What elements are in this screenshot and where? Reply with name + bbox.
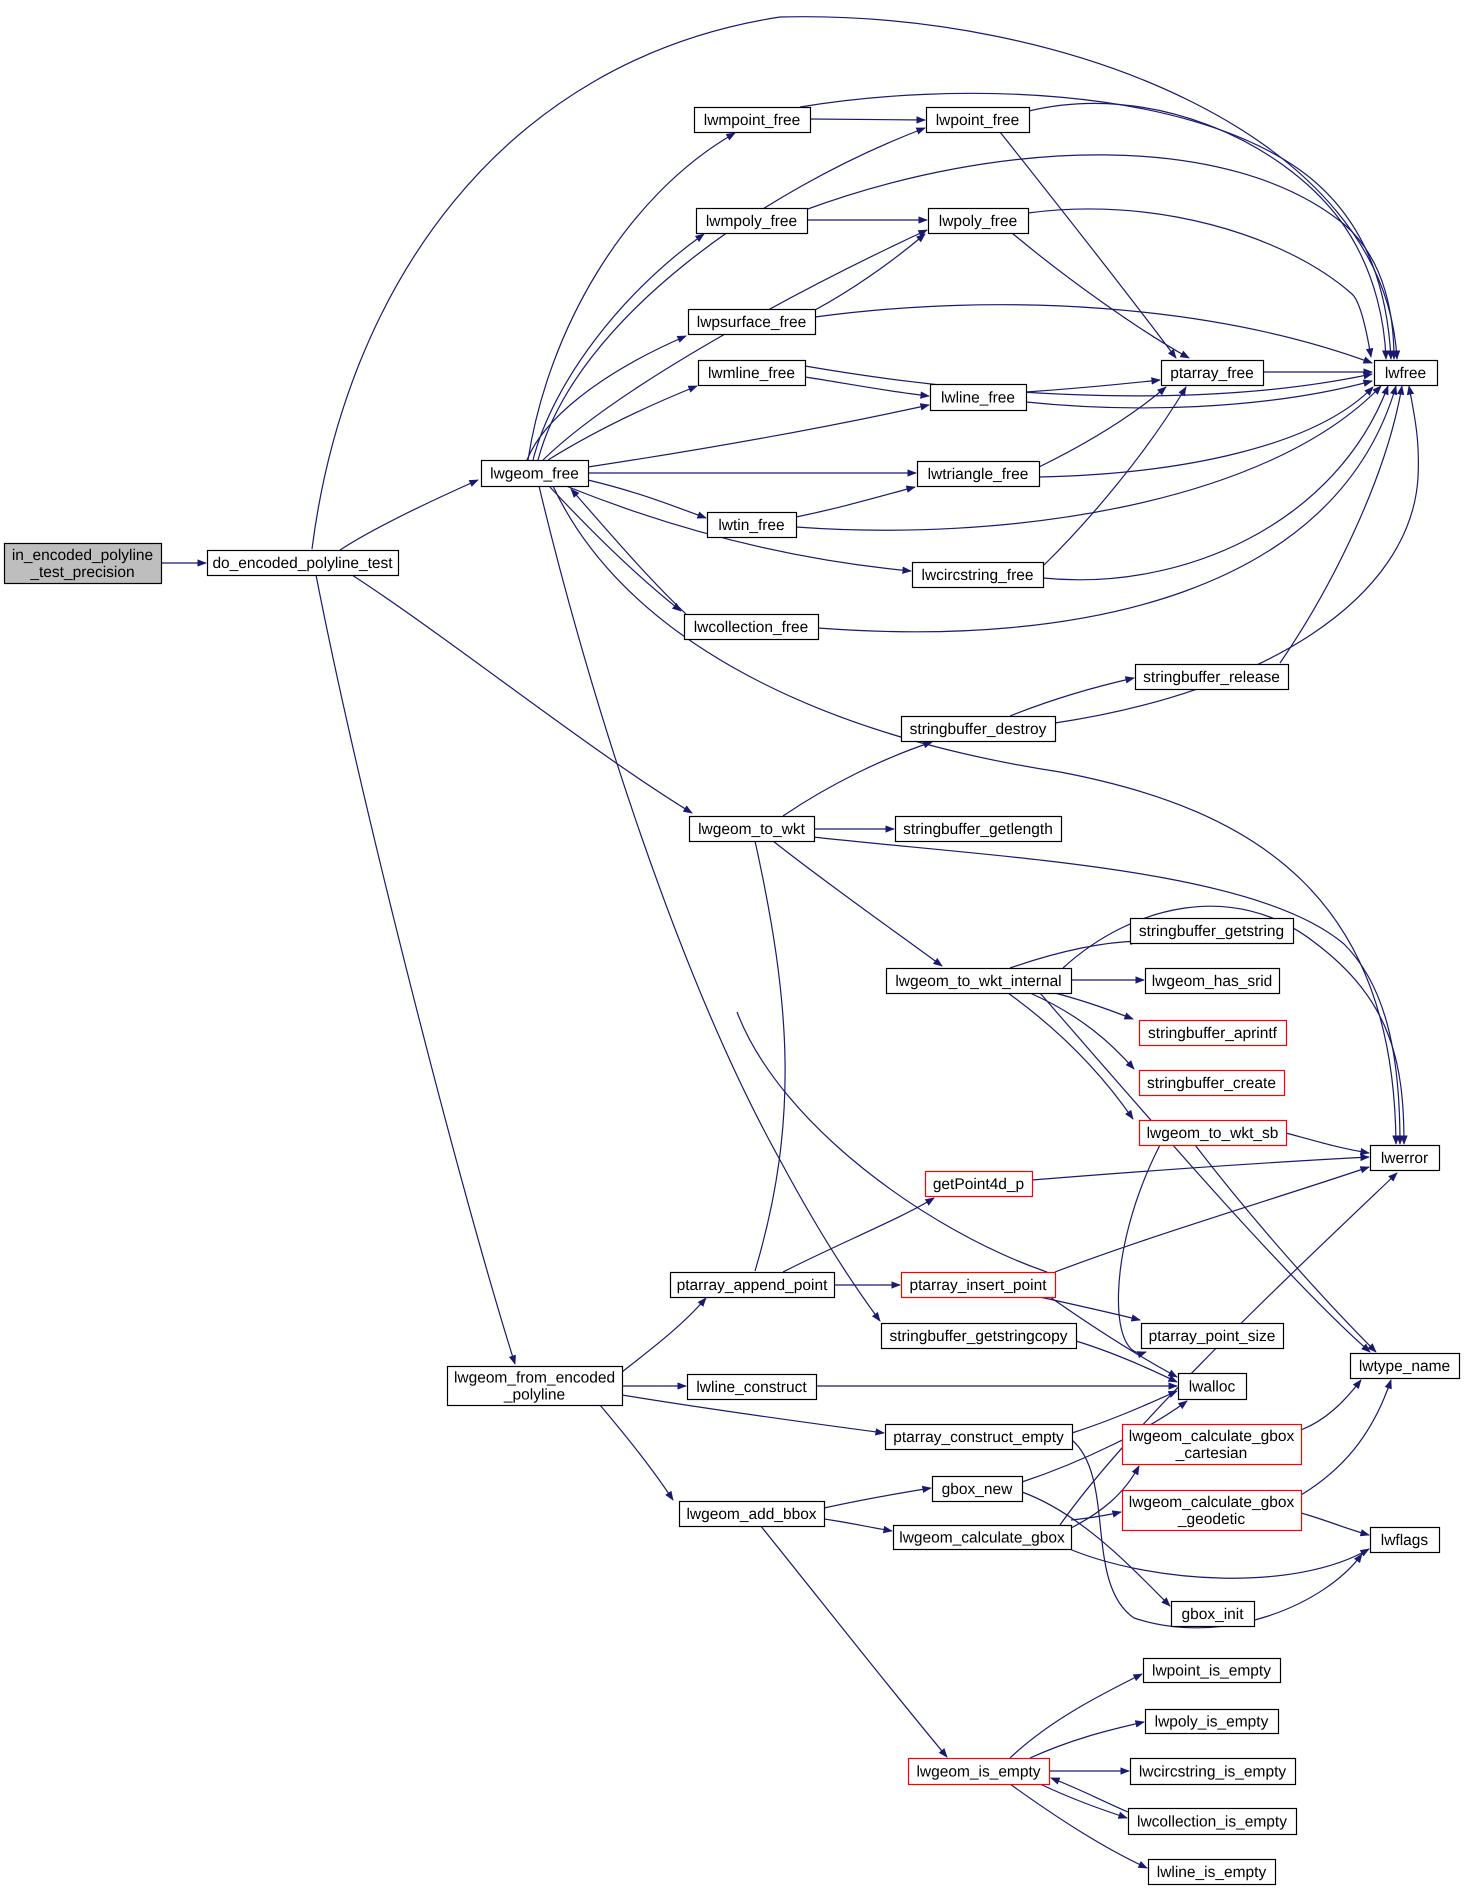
svg-text:_geodetic: _geodetic <box>1177 1511 1245 1528</box>
svg-text:getPoint4d_p: getPoint4d_p <box>933 1176 1024 1193</box>
svg-text:lwgeom_has_srid: lwgeom_has_srid <box>1152 973 1273 990</box>
svg-text:stringbuffer_getstringcopy: stringbuffer_getstringcopy <box>889 1328 1067 1345</box>
svg-text:lwtype_name: lwtype_name <box>1359 1358 1450 1375</box>
svg-text:lwcollection_is_empty: lwcollection_is_empty <box>1137 1814 1287 1831</box>
svg-text:ptarray_free: ptarray_free <box>1170 365 1254 382</box>
svg-text:lwgeom_free: lwgeom_free <box>490 466 579 483</box>
svg-text:lwcircstring_is_empty: lwcircstring_is_empty <box>1139 1764 1287 1781</box>
svg-text:lwline_construct: lwline_construct <box>696 1379 807 1396</box>
svg-text:lwgeom_to_wkt_internal: lwgeom_to_wkt_internal <box>895 973 1061 990</box>
svg-text:lwgeom_calculate_gbox: lwgeom_calculate_gbox <box>1129 1428 1295 1445</box>
svg-text:lwerror: lwerror <box>1381 1150 1428 1167</box>
svg-text:stringbuffer_release: stringbuffer_release <box>1143 669 1280 686</box>
svg-text:lwpoint_free: lwpoint_free <box>936 112 1020 129</box>
svg-text:lwalloc: lwalloc <box>1189 1379 1236 1396</box>
svg-text:lwpoly_is_empty: lwpoly_is_empty <box>1155 1714 1269 1731</box>
svg-text:lwgeom_calculate_gbox: lwgeom_calculate_gbox <box>1129 1494 1295 1511</box>
svg-text:lwgeom_calculate_gbox: lwgeom_calculate_gbox <box>899 1530 1065 1547</box>
svg-text:gbox_new: gbox_new <box>942 1481 1013 1498</box>
svg-text:lwmline_free: lwmline_free <box>708 365 795 382</box>
svg-text:lwtin_free: lwtin_free <box>718 517 784 534</box>
svg-text:lwflags: lwflags <box>1381 1532 1429 1549</box>
svg-text:lwcollection_free: lwcollection_free <box>694 619 809 636</box>
svg-text:lwline_is_empty: lwline_is_empty <box>1157 1864 1267 1881</box>
svg-text:ptarray_point_size: ptarray_point_size <box>1149 1328 1276 1345</box>
svg-text:lwmpoint_free: lwmpoint_free <box>704 112 801 129</box>
svg-text:stringbuffer_getlength: stringbuffer_getlength <box>903 821 1053 838</box>
svg-text:stringbuffer_getstring: stringbuffer_getstring <box>1139 923 1284 940</box>
svg-text:lwtriangle_free: lwtriangle_free <box>928 466 1029 483</box>
svg-text:ptarray_insert_point: ptarray_insert_point <box>910 1277 1048 1294</box>
svg-text:lwpsurface_free: lwpsurface_free <box>697 314 806 331</box>
svg-text:lwmpoly_free: lwmpoly_free <box>706 213 797 230</box>
svg-text:ptarray_append_point: ptarray_append_point <box>677 1277 829 1294</box>
svg-text:lwcircstring_free: lwcircstring_free <box>922 567 1034 584</box>
svg-text:lwpoly_free: lwpoly_free <box>939 213 1017 230</box>
svg-text:ptarray_construct_empty: ptarray_construct_empty <box>893 1429 1064 1446</box>
svg-text:lwgeom_is_empty: lwgeom_is_empty <box>916 1764 1040 1781</box>
svg-text:lwgeom_to_wkt: lwgeom_to_wkt <box>698 821 806 838</box>
svg-text:lwgeom_add_bbox: lwgeom_add_bbox <box>686 1506 816 1523</box>
svg-text:stringbuffer_destroy: stringbuffer_destroy <box>910 721 1047 738</box>
svg-text:stringbuffer_aprintf: stringbuffer_aprintf <box>1148 1025 1278 1042</box>
svg-text:_cartesian: _cartesian <box>1175 1445 1248 1462</box>
svg-text:lwline_free: lwline_free <box>941 390 1015 407</box>
svg-text:stringbuffer_create: stringbuffer_create <box>1147 1075 1276 1092</box>
svg-text:lwgeom_to_wkt_sb: lwgeom_to_wkt_sb <box>1147 1125 1279 1142</box>
svg-text:_test_precision: _test_precision <box>29 564 134 581</box>
svg-text:lwgeom_from_encoded: lwgeom_from_encoded <box>454 1370 615 1387</box>
svg-text:lwfree: lwfree <box>1385 365 1426 382</box>
svg-text:gbox_init: gbox_init <box>1181 1606 1244 1623</box>
svg-text:_polyline: _polyline <box>503 1387 565 1404</box>
svg-text:do_encoded_polyline_test: do_encoded_polyline_test <box>212 555 393 572</box>
svg-text:in_encoded_polyline: in_encoded_polyline <box>12 547 153 564</box>
svg-text:lwpoint_is_empty: lwpoint_is_empty <box>1152 1663 1271 1680</box>
